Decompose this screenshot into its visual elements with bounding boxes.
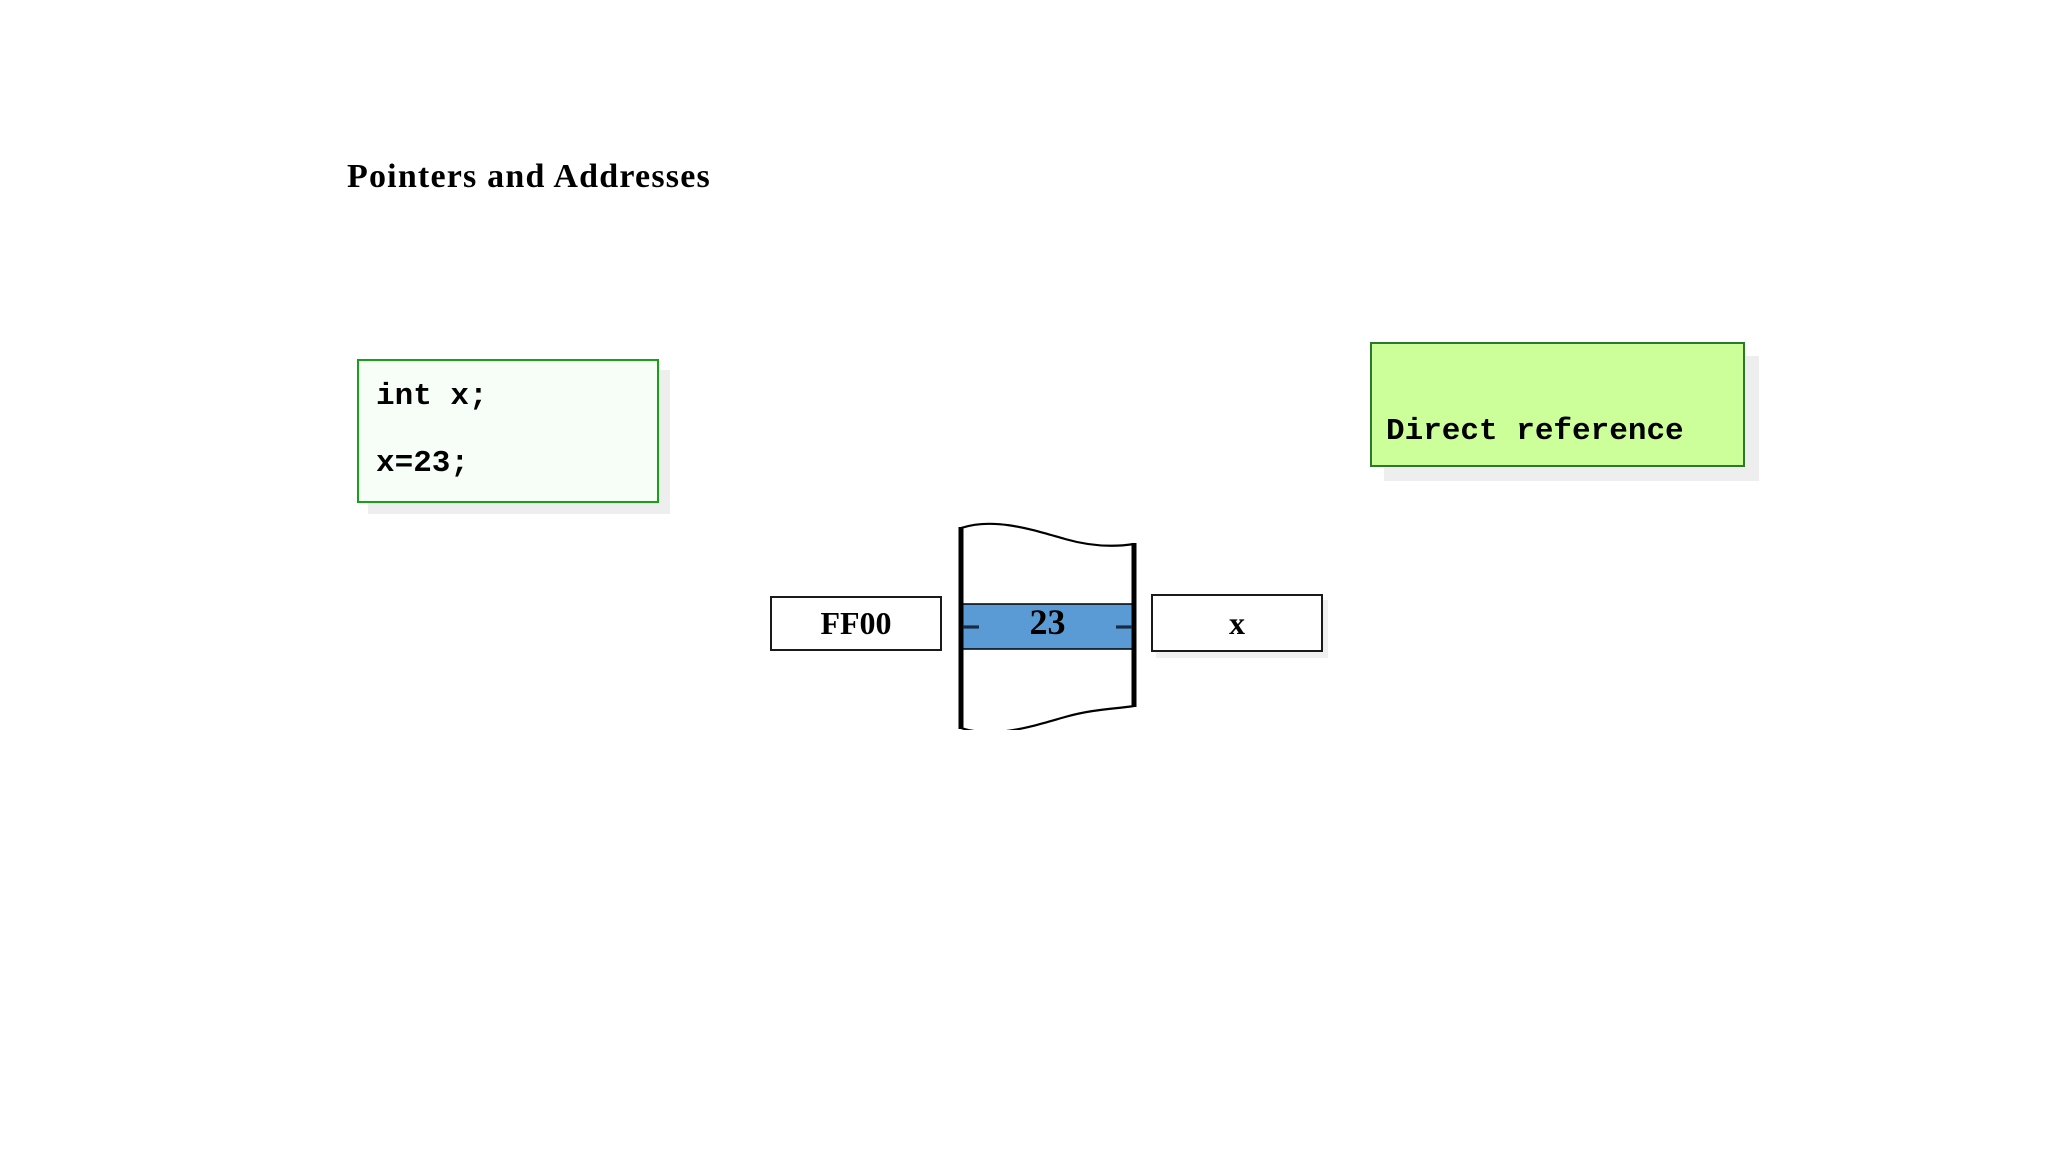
variable-label-text: x [1229,604,1245,641]
code-declaration-box: int x; x=23; [357,359,670,514]
memory-strip-graphic [958,522,1137,730]
memory-torn-strip: 23 [955,520,1140,730]
variable-label-box: x [1151,594,1323,652]
code-line-declaration: int x; [376,379,488,414]
memory-torn-bottom-edge [960,704,1135,730]
code-box-body: int x; x=23; [357,359,659,503]
code-line-assignment: x=23; [376,446,470,481]
memory-torn-top-edge [960,522,1135,547]
address-label-box: FF00 [770,596,942,651]
address-label-text: FF00 [820,605,892,641]
direct-reference-body: Direct reference [1370,342,1745,467]
direct-reference-label: Direct reference [1386,414,1684,449]
page-title: Pointers and Addresses [347,158,711,195]
memory-cell-highlight [961,604,1134,649]
direct-reference-callout: Direct reference [1370,342,1759,481]
